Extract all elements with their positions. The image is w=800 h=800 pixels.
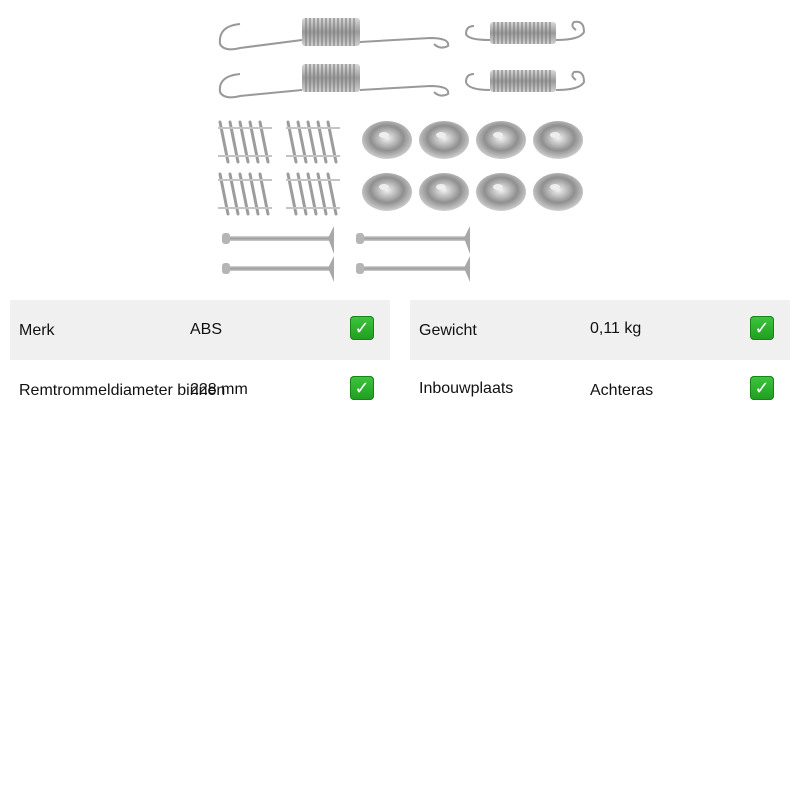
spec-value: 228 mm [190, 381, 248, 398]
spec-cell: Remtrommeldiameter binnen 228 mm ✓ [10, 360, 390, 420]
spec-table: Merk ABS ✓ Gewicht 0,11 kg ✓ Remtrommeld… [10, 300, 790, 420]
check-icon: ✓ [350, 376, 374, 400]
check-icon: ✓ [750, 316, 774, 340]
spec-cell: Merk ABS ✓ [10, 300, 390, 360]
spec-cell: Inbouwplaats Achteras ✓ [410, 360, 790, 420]
spec-value: 0,11 kg [590, 320, 642, 337]
washer [362, 121, 583, 211]
spec-row: Merk ABS ✓ Gewicht 0,11 kg ✓ [10, 300, 790, 360]
spec-row: Remtrommeldiameter binnen 228 mm ✓ Inbou… [10, 360, 790, 420]
spec-label: Inbouwplaats [419, 380, 514, 397]
check-icon: ✓ [350, 316, 374, 340]
spec-label: Gewicht [419, 322, 477, 339]
brake-spring-kit-image [218, 18, 586, 282]
product-image [210, 10, 590, 290]
spec-value: ABS [190, 321, 223, 338]
spec-cell: Gewicht 0,11 kg ✓ [410, 300, 790, 360]
spec-value: Achteras [590, 382, 654, 399]
retainer-pin [222, 226, 470, 282]
long-spring [218, 23, 450, 99]
spec-label: Remtrommeldiameter binnen [19, 382, 226, 399]
spec-label: Merk [19, 322, 55, 339]
check-icon: ✓ [750, 376, 774, 400]
